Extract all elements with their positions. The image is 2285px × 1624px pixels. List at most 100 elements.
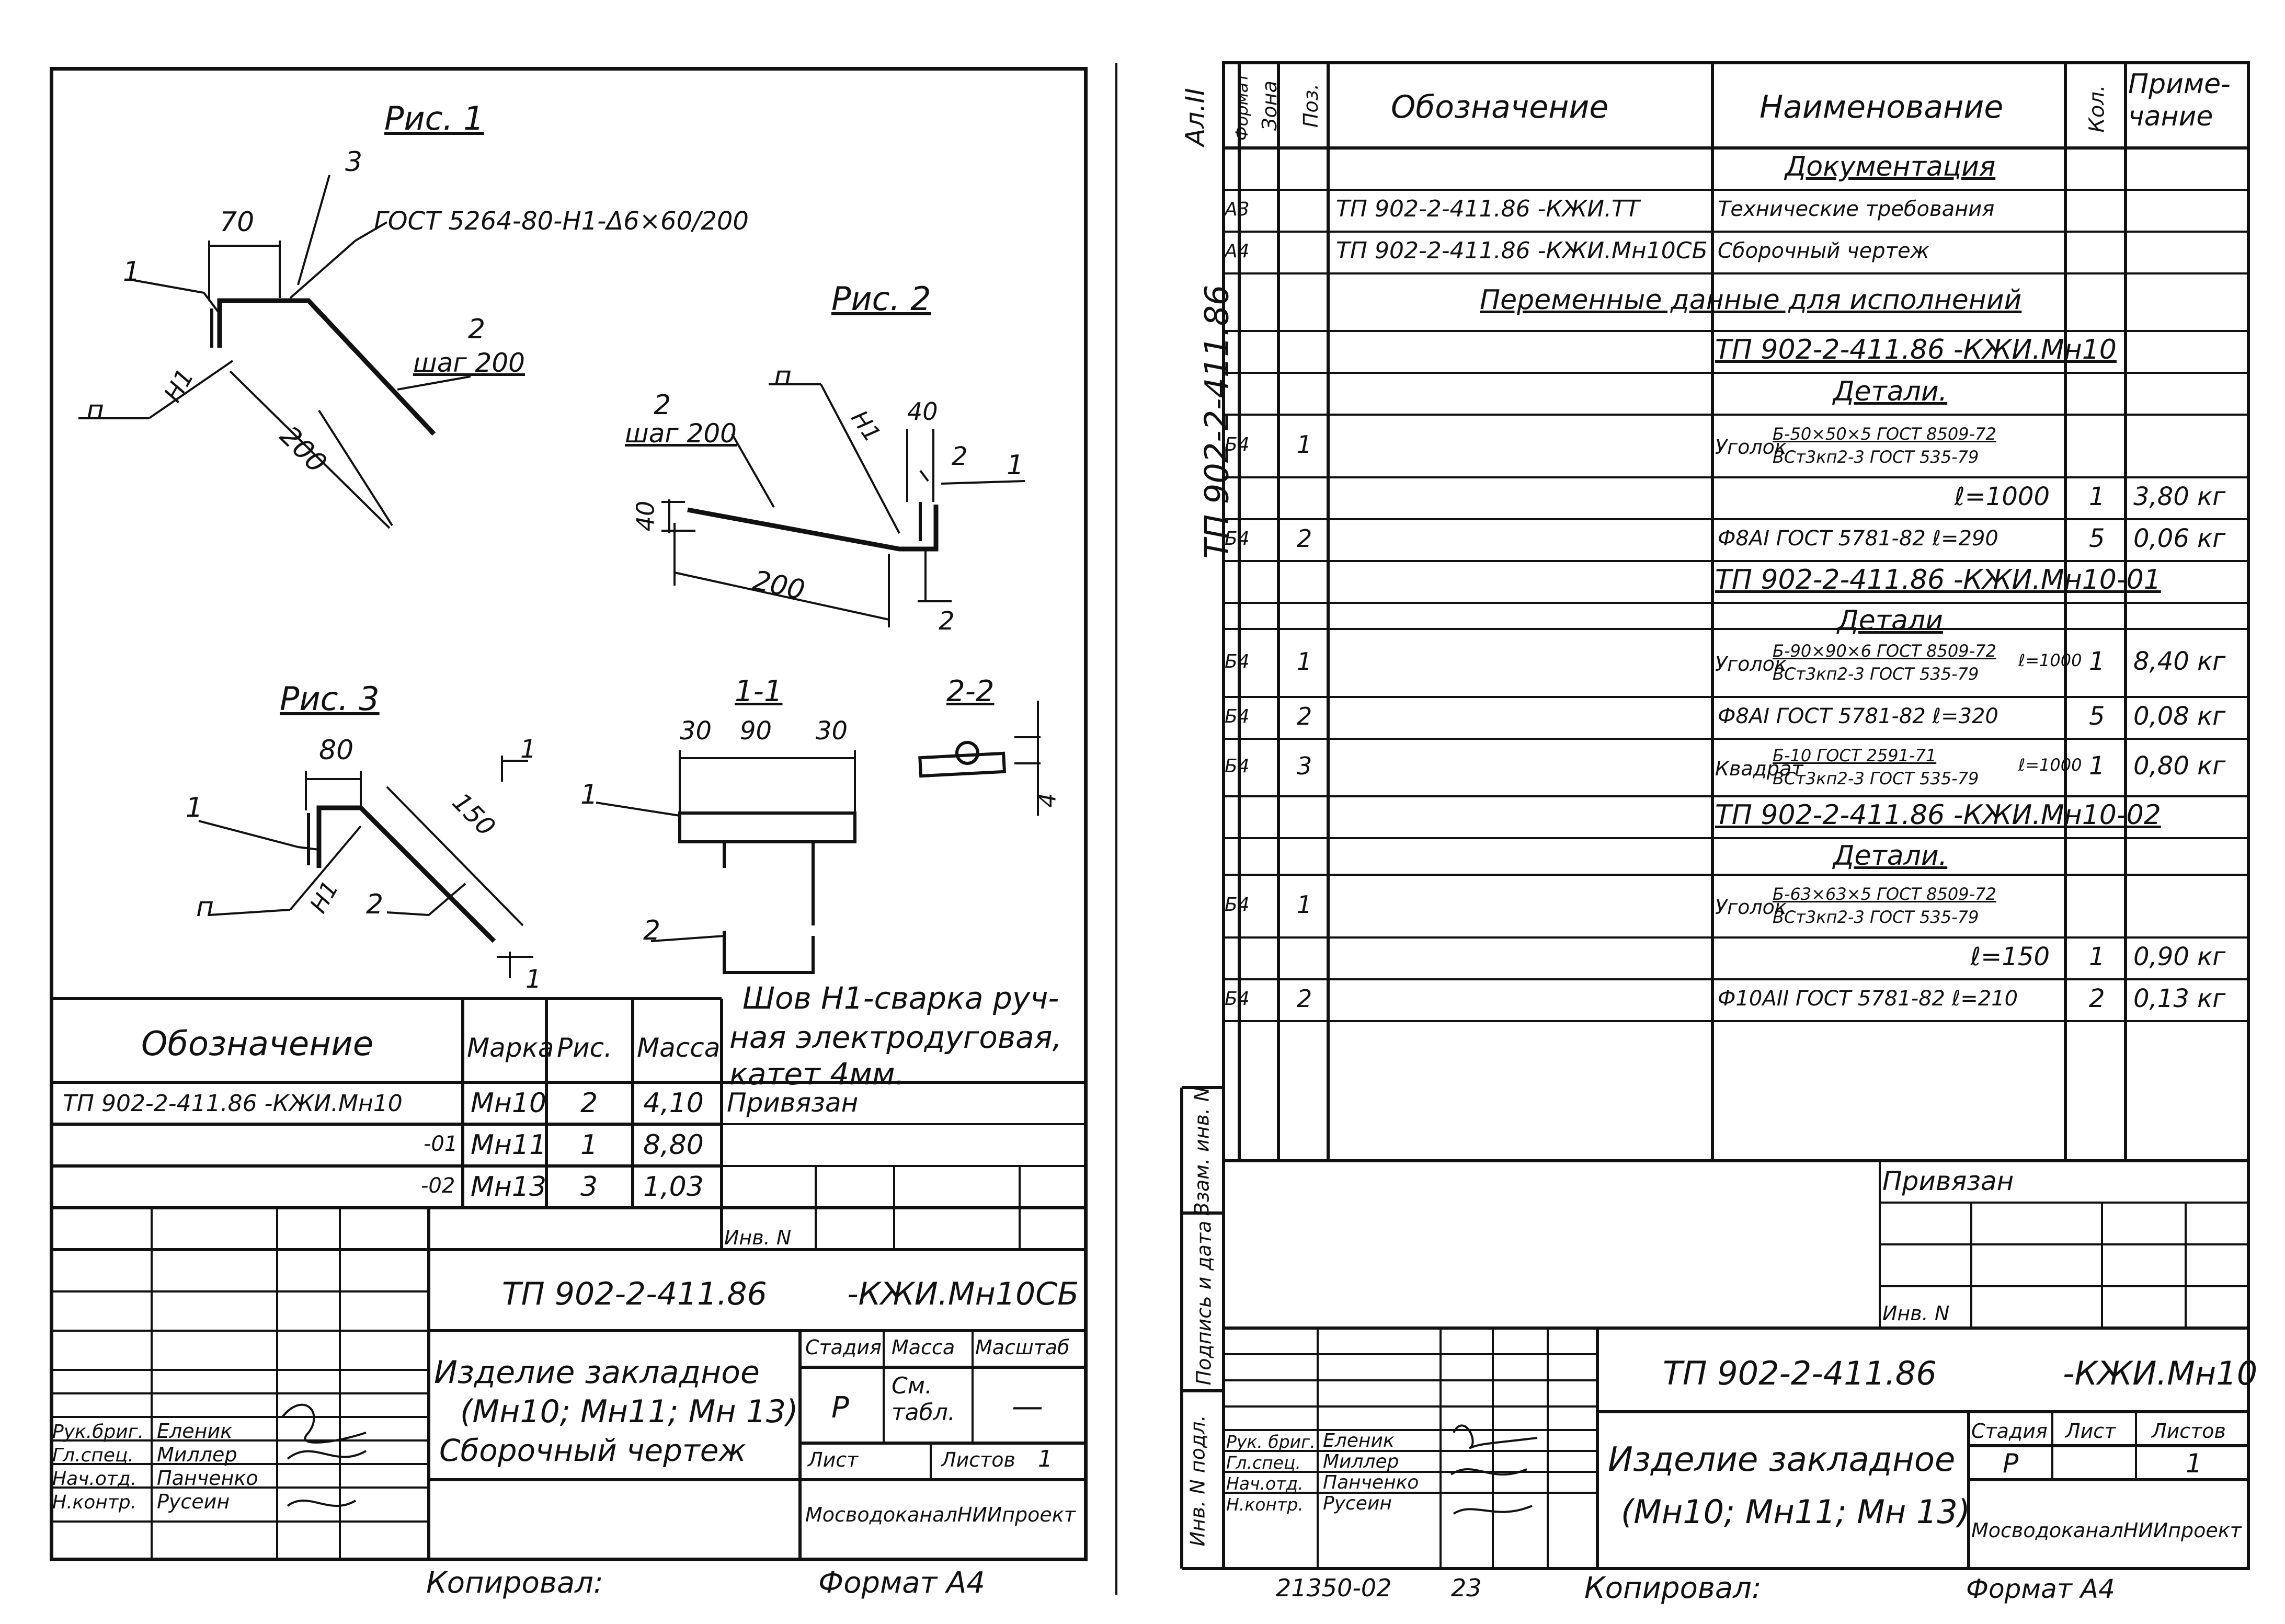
spec-row-qty: 1 <box>2089 482 2105 511</box>
spec-row-note: 0,90 кг <box>2133 942 2226 971</box>
right-copied-by: Копировал: <box>1584 1571 1762 1605</box>
left-stamp-mass: См. табл. <box>892 1373 955 1426</box>
spec-row-name: Ф8АI ГОСТ 5781-82 ℓ=290 <box>1718 527 1998 551</box>
spec-row-format: Б4 <box>1225 705 1250 727</box>
spec-row-name: Детали. <box>1833 376 1948 408</box>
spec-row-name-bottom: ВСт3кп2-3 ГОСТ 535-79 <box>1773 769 1979 788</box>
spec-row-pos: 1 <box>1297 430 1312 459</box>
fig1-dim-70: 70 <box>220 207 255 238</box>
right-stamp-stage: Р <box>2003 1448 2019 1479</box>
spec-row-name: Ф10АII ГОСТ 5781-82 ℓ=210 <box>1718 987 2018 1011</box>
right-stamp-sheet-header: Лист <box>2065 1420 2116 1443</box>
right-privyazan: Привязан <box>1882 1166 2014 1196</box>
weld-note-line-2: ная электродуговая, <box>729 1020 1062 1055</box>
left-stamp-name-3: Сборочный чертеж <box>439 1433 746 1468</box>
spec-row-name-top: Б-90×90×6 ГОСТ 8509-72 <box>1773 641 1996 661</box>
left-stamp-sheets-value: 1 <box>1038 1446 1053 1472</box>
spec-row-note: 8,40 кг <box>2133 646 2226 676</box>
table-header-fig: Рис. <box>557 1033 613 1063</box>
right-stamp-sheets-header: Листов <box>2152 1420 2226 1443</box>
fig1-pos-1: 1 <box>123 256 141 288</box>
right-sheet-grid <box>1180 61 2250 1570</box>
fig1-pos-3: 3 <box>345 146 363 178</box>
fig3-sec-1a: 1 <box>520 735 536 764</box>
right-footer-page: 23 <box>1451 1574 1482 1602</box>
spec-row-name: Технические требования <box>1718 197 1995 221</box>
table-header-designation: Обозначение <box>141 1025 374 1063</box>
table-row-3-mark: Мн13 <box>471 1171 547 1203</box>
spec-row-designation: ТП 902-2-411.86 -КЖИ.Мн10СБ <box>1336 237 1708 265</box>
spec-row-format: Б4 <box>1225 988 1250 1010</box>
spec-row-name: ТП 902-2-411.86 -КЖИ.Мн10-02 <box>1715 799 2161 831</box>
spec-header-pos: Поз. <box>1299 83 1323 128</box>
table-row-2-mass: 8,80 <box>643 1129 704 1161</box>
fig3-drawing <box>198 756 533 978</box>
fig3-symbol: п <box>196 891 214 923</box>
spec-row-name: ТП 902-2-411.86 -КЖИ.Мн10-01 <box>1715 564 2161 596</box>
spec-row-format: А3 <box>1225 198 1250 220</box>
left-copied-by: Копировал: <box>426 1566 603 1600</box>
right-stamp-name-1: Изделие закладное <box>1608 1440 1956 1479</box>
left-stamp-grid <box>50 1208 1088 1561</box>
spec-header-qty: Кол. <box>2085 85 2109 133</box>
spec-row-qty: 5 <box>2089 523 2105 553</box>
right-stamp-person-3: Панченко <box>1323 1472 1419 1493</box>
section-2-2-dim: 4 <box>1034 793 1061 808</box>
section-1-1-title: 1-1 <box>735 674 783 708</box>
spec-row-name: ТП 902-2-411.86 -КЖИ.Мн10 <box>1715 334 2117 366</box>
left-stamp-name-person-3: Панченко <box>157 1467 258 1490</box>
spec-header-note: Приме- чание <box>2128 68 2231 133</box>
spec-header-zone: Зона <box>1258 81 1281 131</box>
fig2-drawing <box>661 383 1025 627</box>
spec-row-pos: 2 <box>1297 702 1312 731</box>
left-table-grid <box>50 997 1088 1251</box>
spec-row-name-bottom: ВСт3кп2-3 ГОСТ 535-79 <box>1773 447 1979 467</box>
fig1-gost-note: ГОСТ 5264-80-Н1-Δ6×60/200 <box>374 207 749 236</box>
table-row-3-mass: 1,03 <box>643 1171 704 1203</box>
spec-row-name: Сборочный чертеж <box>1718 239 1929 263</box>
fig2-dim-40a: 40 <box>631 500 660 532</box>
spec-header-format: Формат <box>1231 73 1252 141</box>
section-1-1-pos-2: 2 <box>643 915 661 946</box>
left-stamp-stage-header: Стадия <box>805 1336 882 1359</box>
left-stamp-name-1: Изделие закладное <box>434 1354 760 1391</box>
left-sheet-frame <box>50 67 1088 1561</box>
fig3-pos-1: 1 <box>186 792 203 824</box>
fig3-dim-80: 80 <box>319 735 354 766</box>
spec-row-name: Уголок <box>1715 436 1787 459</box>
table-row-1-mark: Мн10 <box>471 1088 547 1119</box>
spec-row-format: Б4 <box>1225 528 1250 550</box>
spec-row-designation: ТП 902-2-411.86 -КЖИ.ТТ <box>1336 196 1640 223</box>
left-stamp-scale: — <box>1012 1388 1043 1425</box>
spec-row-name: Детали. <box>1833 840 1948 872</box>
weld-note-line-3: катет 4мм. <box>729 1056 905 1092</box>
spec-row-pos: 2 <box>1297 524 1312 553</box>
left-stamp-stage: Р <box>831 1391 849 1425</box>
left-stamp-mass-header: Масса <box>892 1336 955 1359</box>
side-label-2: Подпись и дата <box>1192 1220 1216 1386</box>
spec-row-name: Уголок <box>1715 896 1787 919</box>
spec-row-note: 0,06 кг <box>2133 523 2226 553</box>
table-row-1-mass: 4,10 <box>643 1088 704 1119</box>
fig2-step: шаг 200 <box>625 418 737 449</box>
fig2-pos-1: 1 <box>1007 450 1024 481</box>
right-stamp-org: МосводоканалНИИпроект <box>1971 1519 2242 1542</box>
section-1-1-dim-30b: 30 <box>816 716 848 746</box>
fig2-dim-40b: 40 <box>907 397 938 426</box>
spec-row-name: Переменные данные для исполнений <box>1480 284 2022 316</box>
fig2-sec-2b: 2 <box>939 607 955 636</box>
right-stamp-role-3: Нач.отд. <box>1226 1473 1304 1494</box>
fig2-title: Рис. 2 <box>831 280 931 318</box>
section-1-1-drawing <box>596 750 856 974</box>
left-stamp-sheets: Листов <box>941 1448 1015 1471</box>
table-row-1-fig: 2 <box>580 1088 598 1119</box>
fig2-symbol: п <box>774 361 792 392</box>
left-stamp-code: ТП 902-2-411.86 <box>502 1276 767 1312</box>
spec-row-qty: 5 <box>2089 701 2105 731</box>
spec-row-pos: 1 <box>1297 647 1312 676</box>
fig3-sec-1b: 1 <box>525 965 542 994</box>
spec-row-format: Б4 <box>1225 755 1250 777</box>
spec-row-name-top: Б-50×50×5 ГОСТ 8509-72 <box>1773 424 1996 444</box>
right-stamp-sheets: 1 <box>2186 1448 2202 1479</box>
